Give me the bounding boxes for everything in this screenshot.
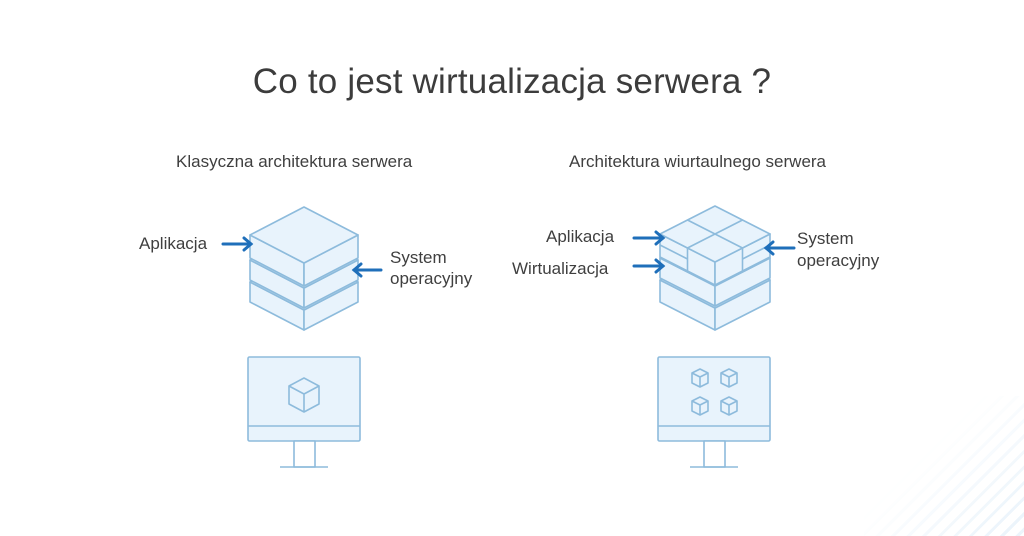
arrow-os-left — [351, 262, 383, 278]
left-label-application: Aplikacja — [139, 234, 208, 253]
right-label-os-line2: operacyjny — [797, 251, 880, 270]
arrow-application-right — [632, 230, 666, 246]
server-layer-top — [249, 206, 359, 287]
cube-icon — [691, 396, 709, 416]
cube-icon — [720, 396, 738, 416]
cube-icon — [720, 368, 738, 388]
left-label-os-line1: System — [390, 248, 447, 267]
arrow-os-right — [763, 240, 796, 256]
left-label-os-line2: operacyjny — [390, 269, 473, 288]
classic-monitor — [247, 356, 361, 468]
arrow-virtualization-right — [632, 258, 666, 274]
right-subtitle: Architektura wiurtaulnego serwera — [569, 152, 827, 171]
right-label-application: Aplikacja — [546, 227, 615, 246]
cube-icon — [288, 377, 320, 413]
left-subtitle: Klasyczna architektura serwera — [176, 152, 413, 171]
virtual-server-stack — [659, 205, 771, 331]
decorative-stripes — [864, 396, 1024, 536]
classic-server-stack — [249, 206, 359, 331]
right-label-virtualization: Wirtualizacja — [512, 259, 609, 278]
cube-icon — [691, 368, 709, 388]
vm-blocks — [659, 205, 771, 286]
page-title: Co to jest wirtualizacja serwera ? — [252, 62, 772, 101]
right-label-os-line1: System — [797, 229, 854, 248]
arrow-application-left — [221, 236, 254, 252]
virtual-monitor — [657, 356, 771, 468]
